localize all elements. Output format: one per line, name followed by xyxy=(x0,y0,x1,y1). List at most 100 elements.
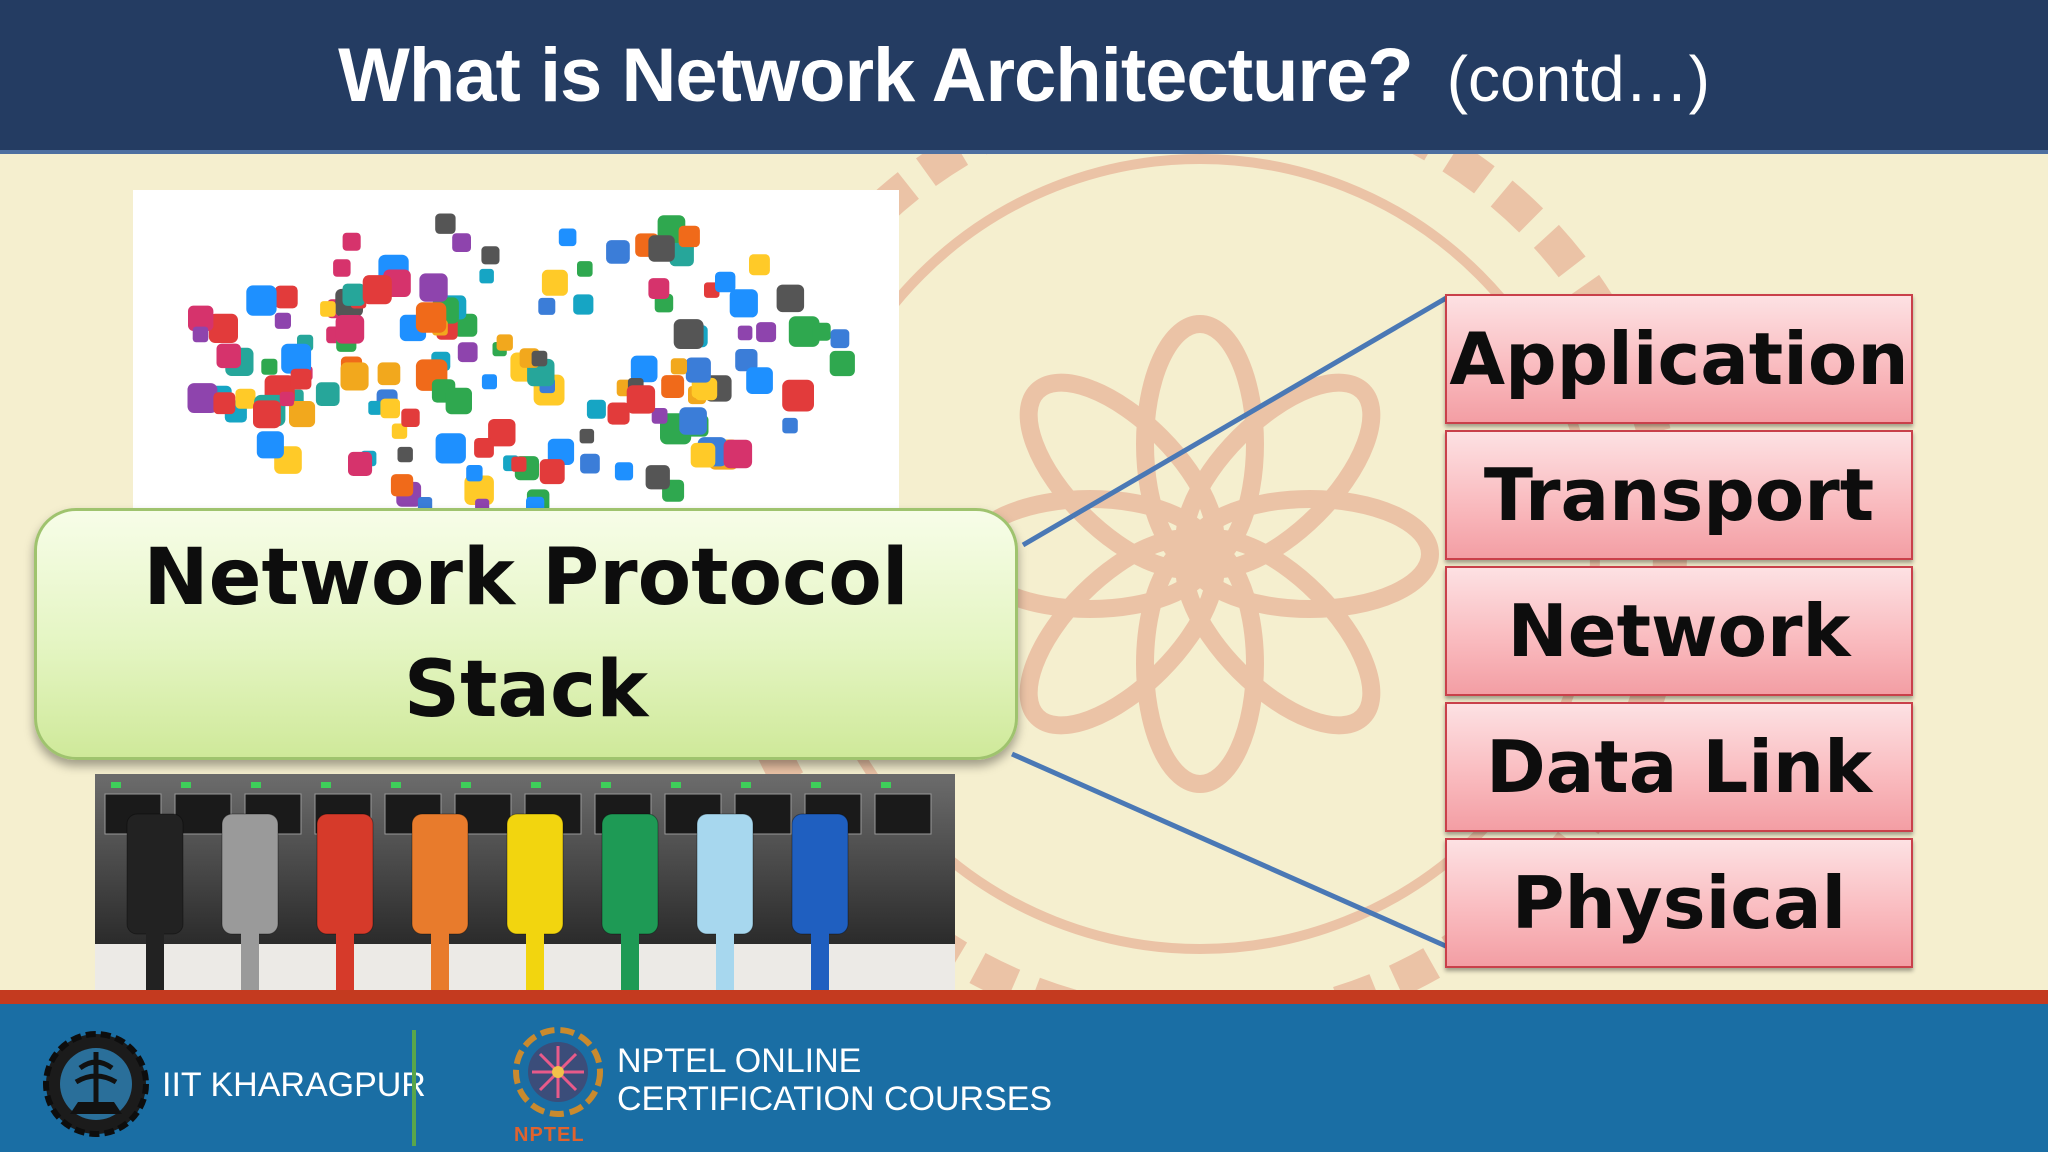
layer-application: Application xyxy=(1445,294,1913,424)
app-icon xyxy=(678,225,700,248)
app-icon xyxy=(607,402,630,425)
app-icon xyxy=(320,301,336,317)
app-icon xyxy=(333,259,351,277)
layer-label: Application xyxy=(1449,317,1909,401)
app-icon xyxy=(737,325,753,341)
app-icon xyxy=(812,322,831,341)
app-icon xyxy=(723,439,753,469)
app-icon xyxy=(464,475,494,505)
app-icon xyxy=(397,446,413,463)
layer-network: Network xyxy=(1445,566,1913,696)
stack-title-line2: Stack xyxy=(403,645,649,735)
institute-name: IIT KHARAGPUR xyxy=(162,1066,426,1104)
nptel-logo-caption: NPTEL xyxy=(514,1124,585,1146)
bracket-connector-lines xyxy=(1010,294,1450,950)
layer-label: Data Link xyxy=(1485,725,1873,809)
app-icon xyxy=(690,442,716,468)
footer-bar: IIT KHARAGPUR NPTEL NPTEL ONLINE CERTIFI… xyxy=(0,990,2048,1152)
app-icon xyxy=(380,398,400,419)
slide-body: Network Protocol Stack Application Trans… xyxy=(0,154,2048,1134)
app-icon xyxy=(715,271,736,293)
app-icon xyxy=(401,408,420,427)
layer-label: Physical xyxy=(1511,861,1847,945)
app-icon xyxy=(315,382,340,406)
app-icon xyxy=(746,367,773,394)
app-icons-collage xyxy=(133,190,899,520)
app-icon xyxy=(435,213,456,234)
app-icon xyxy=(651,408,668,424)
app-icon xyxy=(348,451,373,476)
app-icon xyxy=(281,343,312,374)
app-icon xyxy=(830,329,850,349)
app-icon xyxy=(782,417,798,434)
app-icon xyxy=(626,385,656,414)
footer-divider xyxy=(412,1030,416,1146)
app-icon xyxy=(415,302,447,333)
app-icon xyxy=(454,313,478,337)
app-icon xyxy=(419,273,448,302)
app-icon xyxy=(213,392,236,415)
app-icon xyxy=(445,387,472,415)
slide-header: What is Network Architecture? (contd…) xyxy=(0,0,2048,154)
app-icon xyxy=(481,246,500,265)
app-icon xyxy=(573,294,594,315)
app-icon xyxy=(829,350,855,377)
app-icon xyxy=(579,428,595,444)
program-line2: CERTIFICATION COURSES xyxy=(617,1080,1053,1118)
app-icon xyxy=(335,315,365,344)
app-icon xyxy=(290,368,312,390)
app-icon xyxy=(391,423,408,439)
app-icon xyxy=(342,232,361,251)
protocol-stack-box: Network Protocol Stack xyxy=(34,508,1018,760)
app-icon xyxy=(577,261,593,277)
app-icon xyxy=(661,375,685,398)
app-icon xyxy=(479,268,494,284)
app-icon xyxy=(289,401,316,428)
stack-title-line1: Network Protocol xyxy=(143,533,909,623)
app-icon xyxy=(417,497,433,512)
layer-transport: Transport xyxy=(1445,430,1913,560)
app-icon xyxy=(648,235,675,262)
app-icon xyxy=(531,350,548,367)
app-icon xyxy=(452,233,471,252)
app-icon xyxy=(274,285,298,309)
layer-physical: Physical xyxy=(1445,838,1913,968)
app-icon xyxy=(261,358,278,375)
app-icon xyxy=(340,362,369,391)
app-icon xyxy=(685,357,711,383)
app-icon xyxy=(586,399,606,419)
app-icon xyxy=(614,462,634,481)
app-icon xyxy=(788,316,820,347)
app-icon xyxy=(729,289,758,318)
app-icon xyxy=(192,326,209,343)
app-icon xyxy=(735,349,758,372)
app-icon xyxy=(362,275,392,305)
app-icon xyxy=(188,305,214,331)
app-icon xyxy=(541,269,568,296)
app-icon xyxy=(511,456,527,472)
app-icon xyxy=(368,400,383,415)
app-icon xyxy=(466,465,483,482)
app-icon xyxy=(538,297,556,315)
app-icon xyxy=(558,228,577,247)
app-icon xyxy=(782,379,814,412)
slide-subtitle: (contd…) xyxy=(1446,43,1710,115)
osi-layer-stack: Application Transport Network Data Link … xyxy=(1445,294,1913,974)
app-icon xyxy=(606,240,630,264)
app-icon xyxy=(253,400,281,429)
app-icon xyxy=(246,285,277,316)
app-icon xyxy=(481,374,497,390)
app-icon xyxy=(776,284,805,313)
layer-label: Transport xyxy=(1483,453,1875,537)
slide-title: What is Network Architecture? xyxy=(338,32,1414,118)
app-icon xyxy=(673,319,704,349)
app-icon xyxy=(390,474,414,497)
app-icon xyxy=(756,322,777,343)
app-icon xyxy=(279,391,294,407)
app-icon xyxy=(274,312,291,329)
app-icon xyxy=(691,377,712,399)
layer-data-link: Data Link xyxy=(1445,702,1913,832)
app-icon xyxy=(669,241,694,267)
app-icon xyxy=(539,459,565,485)
app-icon xyxy=(547,438,575,465)
